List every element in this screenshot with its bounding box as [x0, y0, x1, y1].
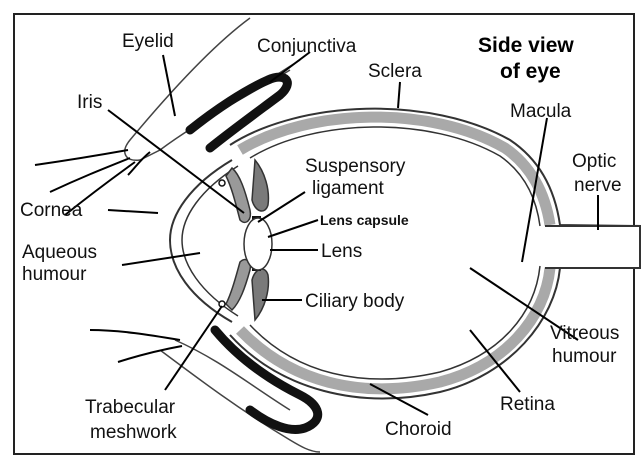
- title-line-1: Side view: [478, 34, 574, 57]
- lens-shape: [244, 218, 272, 270]
- label-aqueous-1: Aqueous: [22, 242, 97, 263]
- label-lens-capsule: Lens capsule: [320, 212, 409, 228]
- title-line-2: of eye: [500, 60, 561, 83]
- label-conjunctiva: Conjunctiva: [257, 36, 357, 57]
- label-trabecular-2: meshwork: [90, 422, 177, 443]
- label-suspensory-1: Suspensory: [305, 156, 406, 177]
- label-cornea: Cornea: [20, 200, 83, 221]
- label-sclera: Sclera: [368, 61, 422, 82]
- label-retina: Retina: [500, 394, 555, 415]
- label-aqueous-2: humour: [22, 264, 87, 285]
- label-eyelid: Eyelid: [122, 31, 174, 52]
- label-choroid: Choroid: [385, 419, 452, 440]
- optic-nerve: [545, 226, 640, 268]
- label-vitreous-1: Vitreous: [550, 323, 619, 344]
- label-lens: Lens: [321, 241, 362, 262]
- label-suspensory-2: ligament: [312, 178, 385, 199]
- label-macula: Macula: [510, 101, 572, 122]
- label-iris: Iris: [77, 92, 102, 113]
- label-trabecular-1: Trabecular: [85, 397, 176, 418]
- label-optic-1: Optic: [572, 151, 616, 172]
- trabecular-dot-upper: [219, 180, 225, 186]
- label-optic-2: nerve: [574, 175, 622, 196]
- label-vitreous-2: humour: [552, 346, 617, 367]
- label-ciliary: Ciliary body: [305, 291, 405, 312]
